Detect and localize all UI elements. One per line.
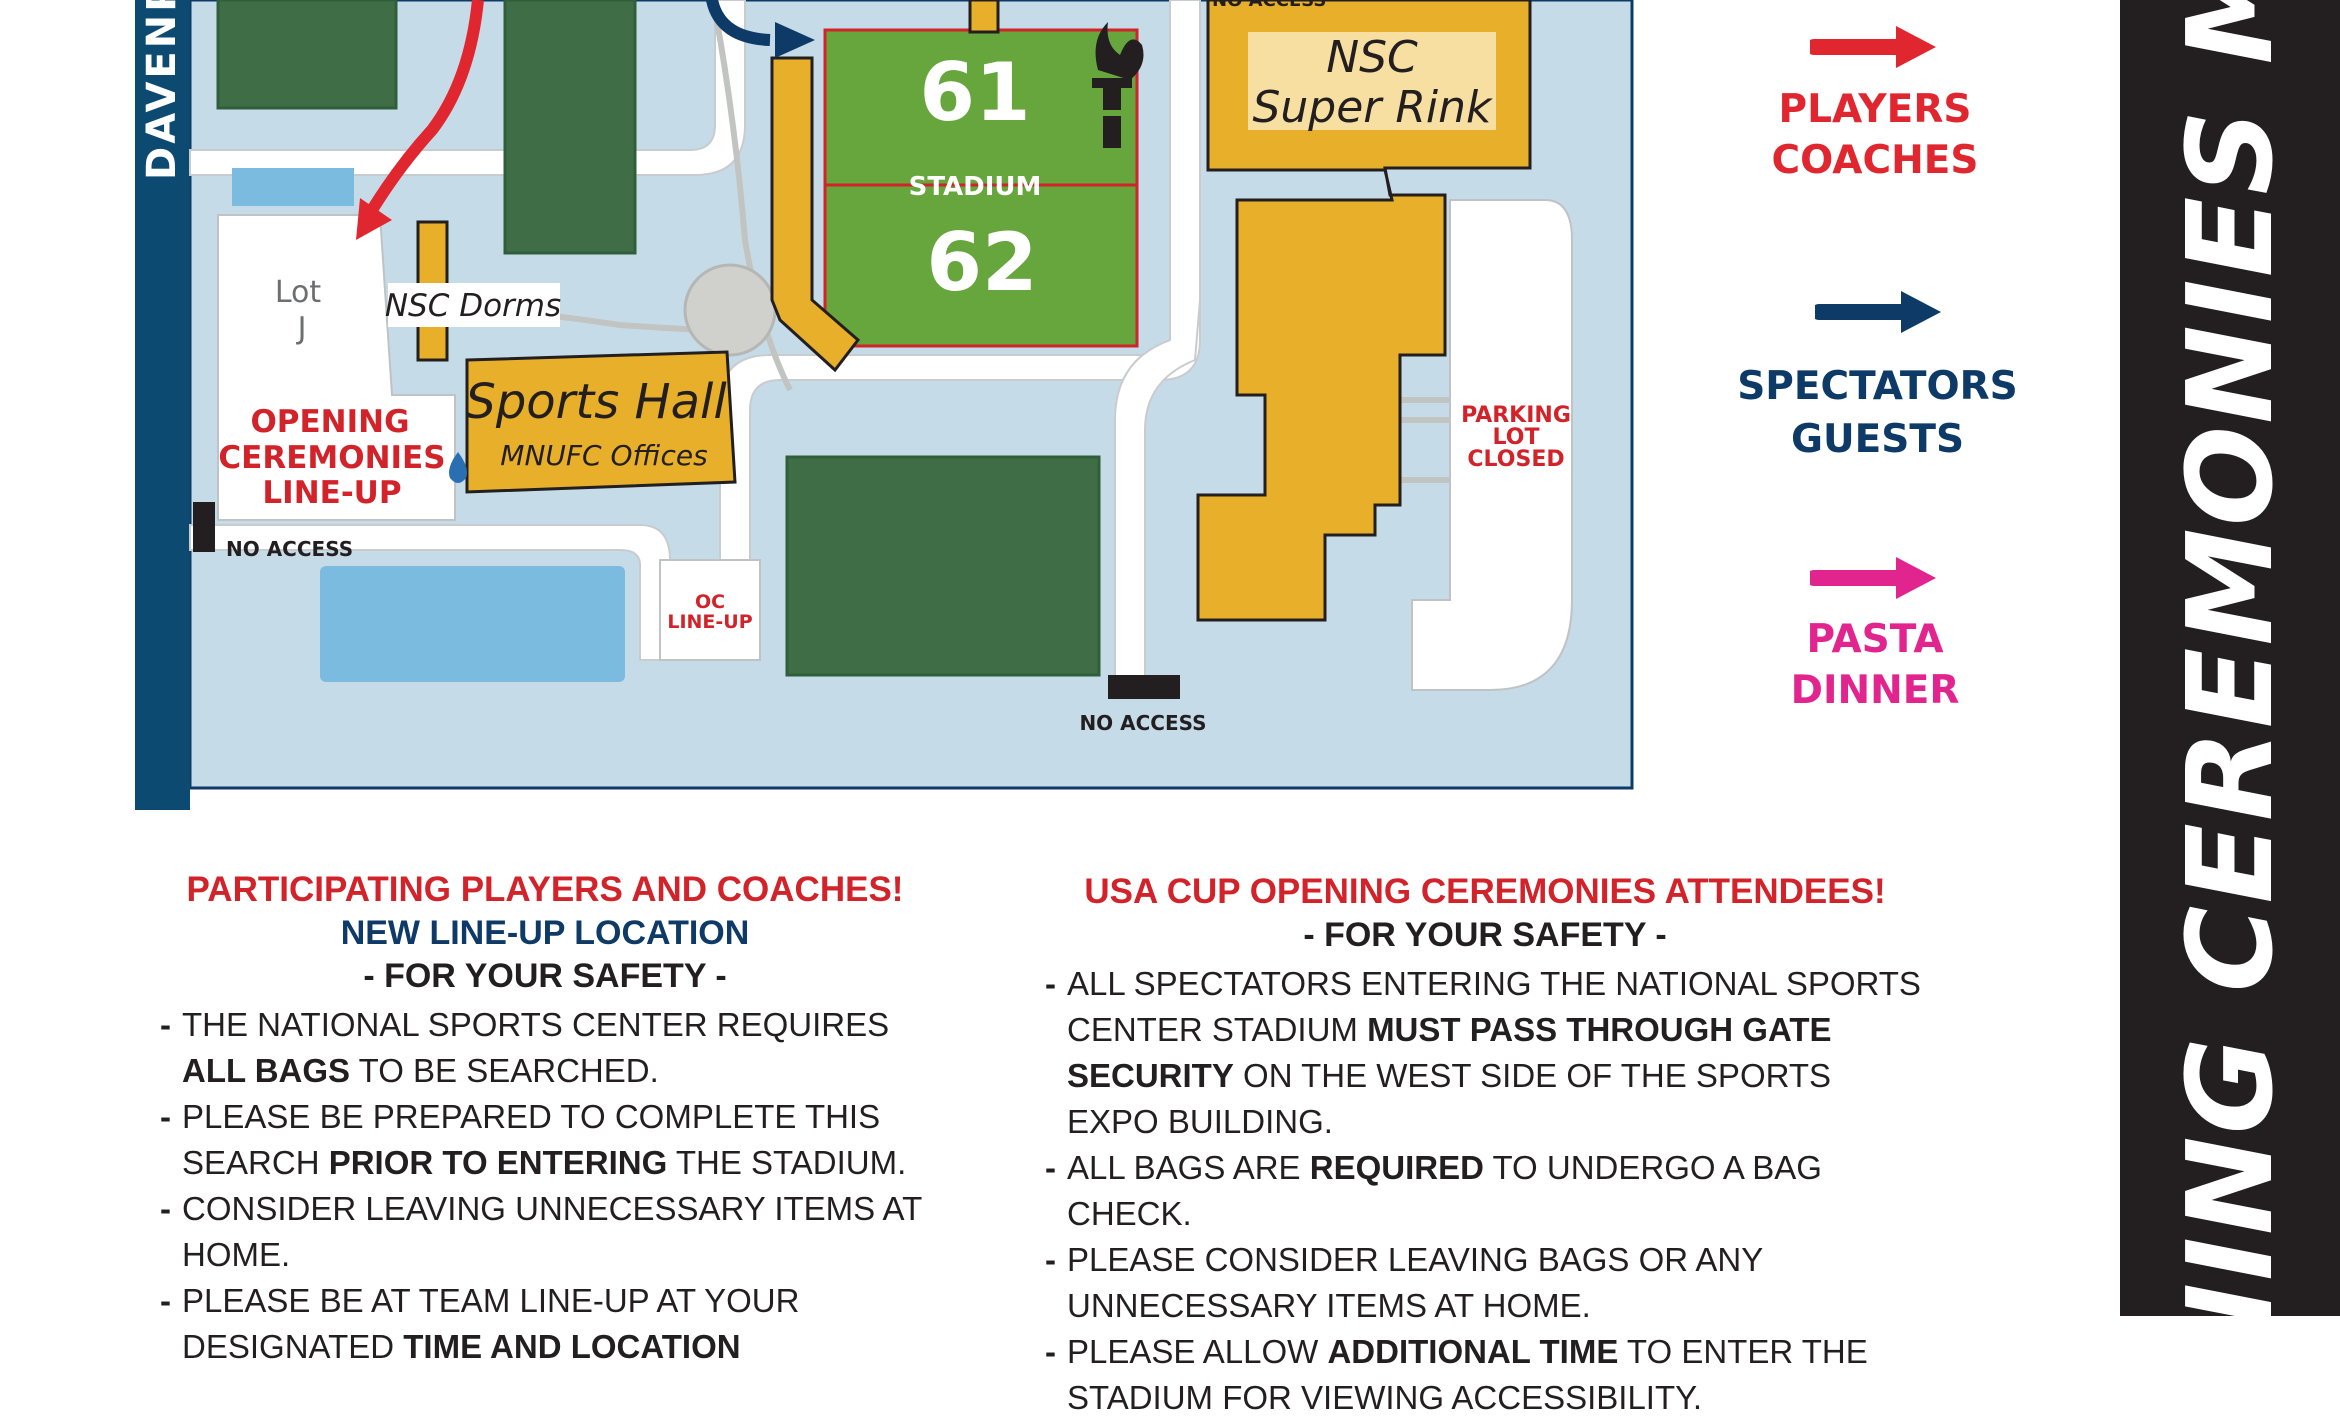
roundabout [683,263,777,357]
spectators-safety: - FOR YOUR SAFETY - [1303,916,1667,954]
players-subheading: NEW LINE-UP LOCATION [340,914,750,952]
parking-lot-closed-area [1411,199,1573,691]
spectators-route-arrowhead [775,22,815,58]
stadium-label: STADIUM [909,172,1042,202]
buildings [416,0,1532,622]
list-item: ALL SPECTATORS ENTERING THE NATIONAL SPO… [1045,961,1925,1145]
street-label: DAVENP [139,0,185,180]
spectators-heading: USA CUP OPENING CEREMONIES ATTENDEES! [1084,872,1886,911]
players-route-arrowhead [356,198,392,240]
list-item: PLEASE CONSIDER LEAVING BAGS OR ANY UNNE… [1045,1237,1925,1329]
street-band [135,0,190,810]
parking-closed-line2: LOT [1493,425,1540,450]
no-access-left-bar [193,502,215,552]
side-title-band: ENING CEREMONIES MA [2120,0,2340,1316]
spectators-legend-label: SPECTATORS GUESTS [1720,360,2035,466]
players-legend-line1: PLAYERS [1778,87,1972,132]
list-item: PLEASE BE PREPARED TO COMPLETE THIS SEAR… [160,1094,930,1186]
torch-icon [1092,22,1144,148]
pasta-legend-label: PASTA DINNER [1720,614,2030,716]
pasta-legend-line2: DINNER [1790,668,1960,713]
list-item: PLEASE BE AT TEAM LINE-UP AT YOUR DESIGN… [160,1278,930,1370]
oc-lineup-line2: LINE-UP [667,611,752,633]
stadium: 61 STADIUM 62 [823,28,1139,348]
players-info-section: PARTICIPATING PLAYERS AND COACHES! NEW L… [160,870,930,1370]
list-item: ALL BAGS ARE REQUIRED TO UNDERGO A BAG C… [1045,1145,1925,1237]
spectators-arrow-icon [1815,291,1941,333]
players-legend-label: PLAYERS COACHES [1720,84,2030,186]
spectators-route-arrow [706,0,771,46]
spectators-info-section: USA CUP OPENING CEREMONIES ATTENDEES! - … [1045,872,1925,1421]
super-rink-line1: NSC [1326,32,1418,83]
pool-bottom [320,566,625,682]
pool-top [232,168,354,206]
parking-closed-line3: CLOSED [1467,447,1564,472]
no-access-top: NO ACCESS [1212,0,1326,11]
opening-lineup-line2: CEREMONIES [218,440,445,476]
spectators-legend-line1: SPECTATORS [1737,364,2018,409]
lot-j-line1: Lot [275,275,322,310]
players-safety: - FOR YOUR SAFETY - [363,957,727,995]
opening-lineup-line3: LINE-UP [262,475,401,511]
opening-lineup-line1: OPENING [250,404,409,440]
players-list: THE NATIONAL SPORTS CENTER REQUIRES ALL … [160,1002,930,1370]
parking-closed-line1: PARKING [1461,403,1571,428]
sports-hall-label: Sports Hall [465,374,727,430]
stadium-field-62: 62 [926,216,1037,309]
players-route-arrow [366,0,484,214]
side-title: ENING CEREMONIES MA [2161,0,2299,1316]
pasta-arrow-icon [1810,557,1936,599]
super-rink-label-bg [1248,32,1496,130]
players-arrow-icon [1810,26,1936,68]
lot-j-line2: J [296,311,307,346]
players-heading: PARTICIPATING PLAYERS AND COACHES! [186,870,904,909]
list-item: CONSIDER LEAVING UNNECESSARY ITEMS AT HO… [160,1186,930,1278]
stadium-field-61: 61 [919,46,1030,139]
campus-map: DAVENP 61 STADIUM 62 [135,0,1634,810]
players-legend-line2: COACHES [1771,138,1979,183]
dorms-label-bg [388,283,560,327]
spectators-legend-line2: GUESTS [1790,417,1965,462]
drop-icon [449,452,467,483]
super-rink-line2: Super Rink [1252,82,1493,133]
roads [189,0,1201,691]
fields [216,0,1101,677]
no-access-left: NO ACCESS [226,537,353,561]
oc-lineup-line1: OC [695,591,725,613]
no-access-bottom-bar [1108,675,1180,699]
spectators-list: ALL SPECTATORS ENTERING THE NATIONAL SPO… [1045,961,1925,1421]
list-item: THE NATIONAL SPORTS CENTER REQUIRES ALL … [160,1002,930,1094]
sports-hall-sublabel: MNUFC Offices [500,439,707,472]
oc-lineup-area [659,559,761,661]
pasta-legend-line1: PASTA [1806,617,1944,662]
no-access-bottom: NO ACCESS [1079,711,1206,735]
dorms-label: NSC Dorms [385,288,561,324]
list-item: PLEASE ALLOW ADDITIONAL TIME TO ENTER TH… [1045,1329,1925,1421]
